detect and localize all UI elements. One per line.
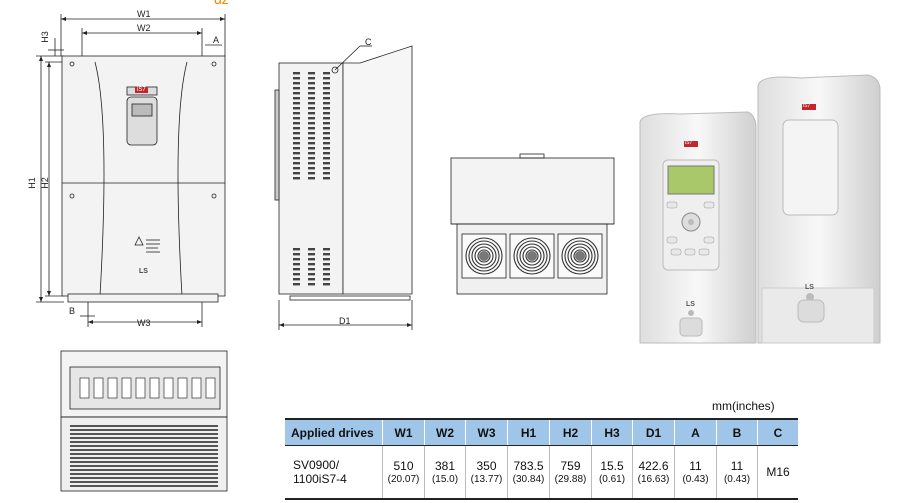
value-inch: (29.88) <box>554 473 587 485</box>
header-w1: W1 <box>382 418 425 446</box>
cell-d1: 422.6(16.63) <box>632 445 675 500</box>
label-c: C <box>365 37 372 47</box>
title-fragment: ǳ <box>214 0 229 7</box>
value-c: M16 <box>766 465 790 479</box>
value-mm: 783.5 <box>513 458 544 473</box>
value-mm: 381 <box>434 458 456 473</box>
header-h1: H1 <box>507 418 550 446</box>
photo-badge-small: iS7 <box>685 140 693 146</box>
header-b: B <box>716 418 758 446</box>
model-line-2: 1100iS7-4 <box>293 472 347 486</box>
label-d1: D1 <box>339 316 351 326</box>
value-mm: 11 <box>730 458 744 473</box>
label-w3: W3 <box>137 318 151 328</box>
header-c: C <box>757 418 798 446</box>
cell-h3: 15.5(0.61) <box>591 445 633 500</box>
value-inch: (13.77) <box>470 473 503 485</box>
cell-w2: 381(15.0) <box>424 445 466 500</box>
value-inch: (0.43) <box>723 473 751 485</box>
value-mm: 350 <box>476 458 497 473</box>
value-mm: 510 <box>393 458 414 473</box>
value-mm: 759 <box>560 458 581 473</box>
label-w2: W2 <box>137 23 151 33</box>
cell-a: 11(0.43) <box>674 445 717 500</box>
photo-badge-large: iS7 <box>803 103 811 109</box>
cell-w3: 350(13.77) <box>465 445 508 500</box>
cell-c: M16 <box>757 445 798 500</box>
cell-h2: 759(29.88) <box>549 445 592 500</box>
label-w1: W1 <box>137 9 151 19</box>
value-mm: 11 <box>689 458 702 473</box>
table-row: SV0900/ 1100iS7-4 510(20.07) 381(15.0) 3… <box>285 445 798 500</box>
header-h3: H3 <box>591 418 633 446</box>
cell-b: 11(0.43) <box>716 445 758 500</box>
header-h2: H2 <box>549 418 592 446</box>
dimension-table: Applied drives W1 W2 W3 H1 H2 H3 D1 A B … <box>285 418 798 500</box>
header-d1: D1 <box>632 418 675 446</box>
header-w3: W3 <box>465 418 508 446</box>
unit-note: mm(inches) <box>712 399 775 413</box>
header-w2: W2 <box>424 418 466 446</box>
header-a: A <box>674 418 717 446</box>
value-mm: 15.5 <box>600 458 624 473</box>
front-badge: iS7 <box>135 87 148 93</box>
value-mm: 422.6 <box>638 458 669 473</box>
value-inch: (0.43) <box>682 473 709 485</box>
value-inch: (16.63) <box>637 473 670 485</box>
header-applied-drives: Applied drives <box>285 418 383 446</box>
value-inch: (30.84) <box>512 473 545 485</box>
cell-h1: 783.5(30.84) <box>507 445 550 500</box>
model-line-1: SV0900/ <box>293 458 340 472</box>
cell-model: SV0900/ 1100iS7-4 <box>285 445 383 500</box>
label-b: B <box>69 306 76 316</box>
photo-logo-large: LS <box>805 284 814 291</box>
value-inch: (15.0) <box>431 473 459 485</box>
label-a: A <box>213 35 220 45</box>
value-inch: (0.61) <box>598 473 626 485</box>
front-logo: LS <box>139 268 148 275</box>
value-inch: (20.07) <box>387 473 420 485</box>
table-header-row: Applied drives W1 W2 W3 H1 H2 H3 D1 A B … <box>285 418 798 446</box>
cell-w1: 510(20.07) <box>382 445 425 500</box>
photo-logo-small: LS <box>686 301 695 308</box>
